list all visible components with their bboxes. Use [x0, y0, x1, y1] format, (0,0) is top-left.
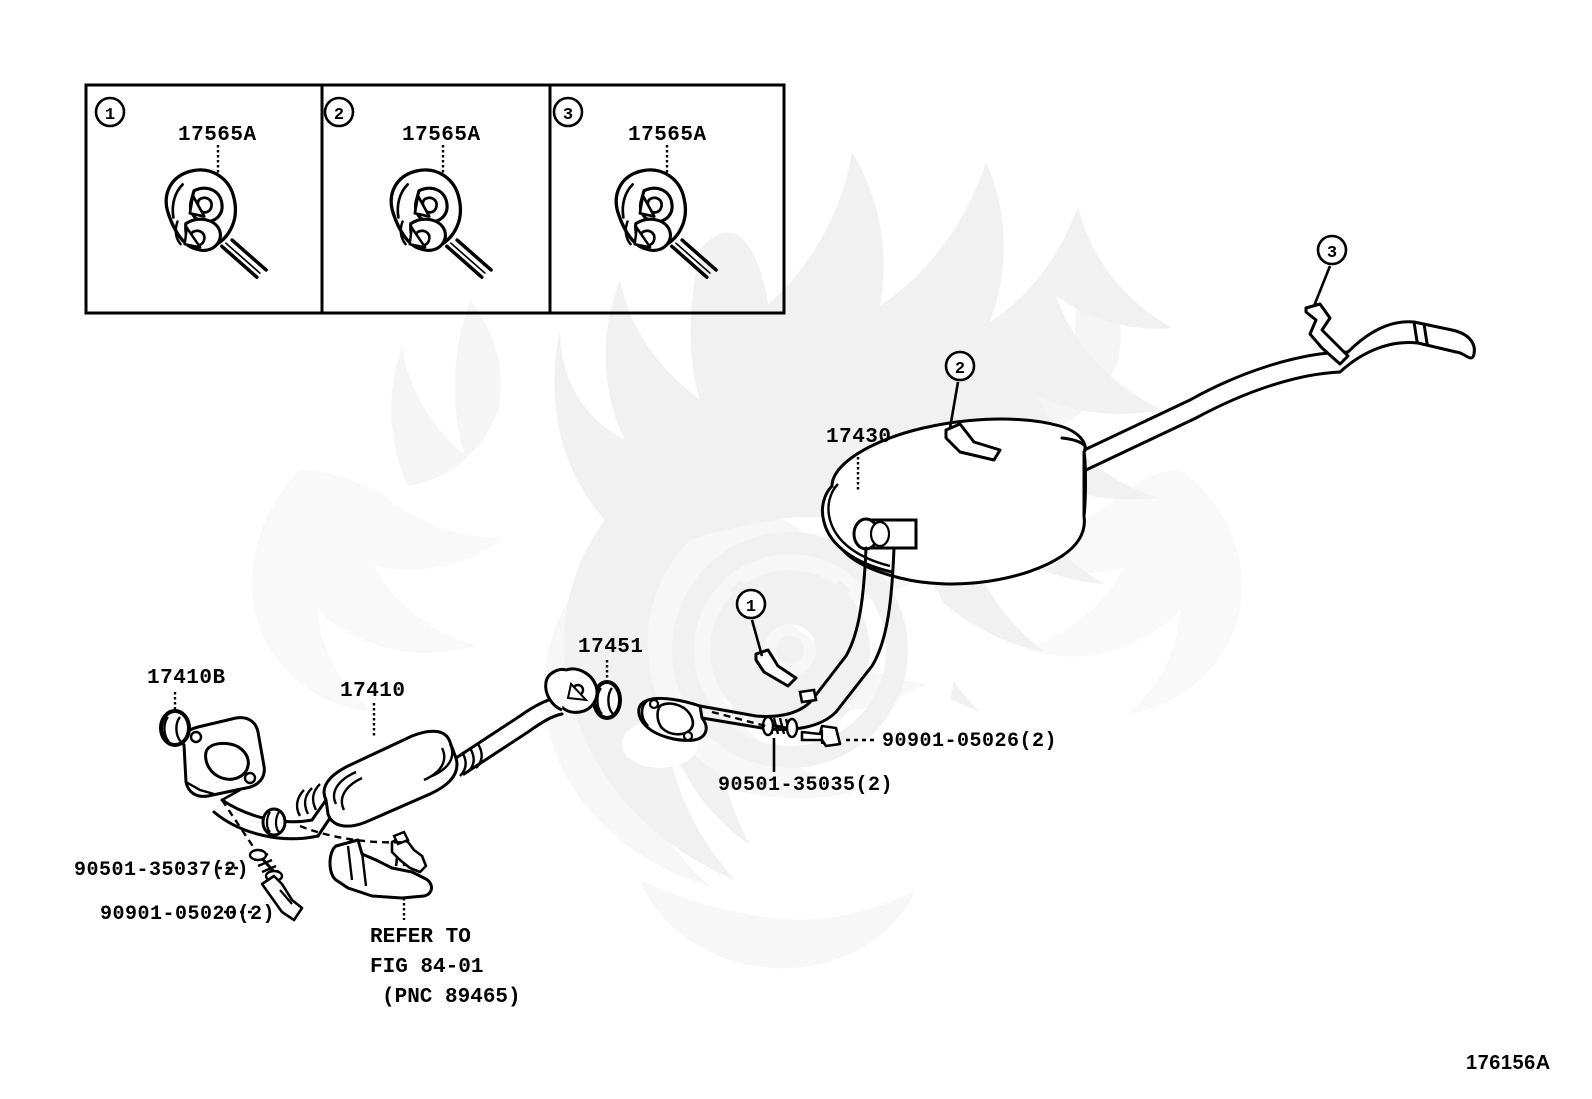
front-pipe-rear-flange: [544, 667, 599, 714]
inset-box-3-content: 3: [552, 96, 718, 279]
label-front-pipe-assembly: 17410: [340, 680, 406, 703]
muffler-outlet: [1060, 436, 1088, 454]
inset-box-1-content: 1: [94, 96, 268, 279]
center-pipe-clip: [798, 688, 818, 704]
front-pipe-gasket-ring: [159, 692, 191, 747]
label-front-pipe-gasket: 17410B: [147, 667, 226, 690]
callout-leader-3: 3: [1312, 234, 1348, 307]
center-pipe-gasket-ring: [592, 660, 622, 720]
muffler-hanger-bracket: [944, 422, 1002, 462]
tail-pipe: [1078, 320, 1476, 472]
center-pipe-hanger-bracket: [754, 648, 798, 688]
figure-code: 176156A: [1466, 1052, 1551, 1074]
svg-text:2: 2: [955, 360, 965, 379]
front-pipe-clamp-ring: [261, 807, 287, 837]
callout-leader-2: 2: [944, 350, 976, 429]
svg-text:1: 1: [746, 598, 756, 617]
tailpipe-hanger-bracket: [1304, 302, 1350, 366]
label-front-pipe-bolt: 90901-05020(2): [100, 903, 276, 926]
svg-text:3: 3: [563, 106, 573, 125]
label-center-pipe-spring: 90501-35035(2): [718, 774, 894, 797]
reference-note-line2: FIG 84-01: [370, 956, 484, 979]
label-front-pipe-spring: 90501-35037(2): [74, 859, 250, 882]
center-pipe-flange: [637, 696, 708, 742]
svg-text:1: 1: [105, 106, 115, 125]
front-pipe-front-flange: [180, 716, 266, 802]
inset-box-2-content: 2: [323, 96, 493, 279]
label-center-pipe-gasket: 17451: [578, 636, 644, 659]
svg-text:3: 3: [1327, 244, 1337, 263]
label-center-pipe-bolt: 90901-05026(2): [882, 730, 1058, 753]
inset-part-number-3: 17565A: [628, 124, 707, 147]
inset-panel: [84, 83, 786, 315]
inset-part-number-1: 17565A: [178, 124, 257, 147]
reference-note-line3: (PNC 89465): [382, 986, 521, 1009]
front-pipe-spring: [248, 848, 284, 883]
label-muffler-assembly: 17430: [826, 426, 892, 449]
inset-part-number-2: 17565A: [402, 124, 481, 147]
oxygen-sensor: [328, 830, 433, 920]
svg-text:2: 2: [334, 106, 344, 125]
center-pipe-bolt: [800, 724, 842, 748]
reference-note-line1: REFER TO: [370, 926, 471, 949]
callout-leader-1: 1: [735, 588, 767, 657]
front-pipe-bolt: [260, 874, 304, 922]
catalytic-converter: [322, 729, 459, 828]
